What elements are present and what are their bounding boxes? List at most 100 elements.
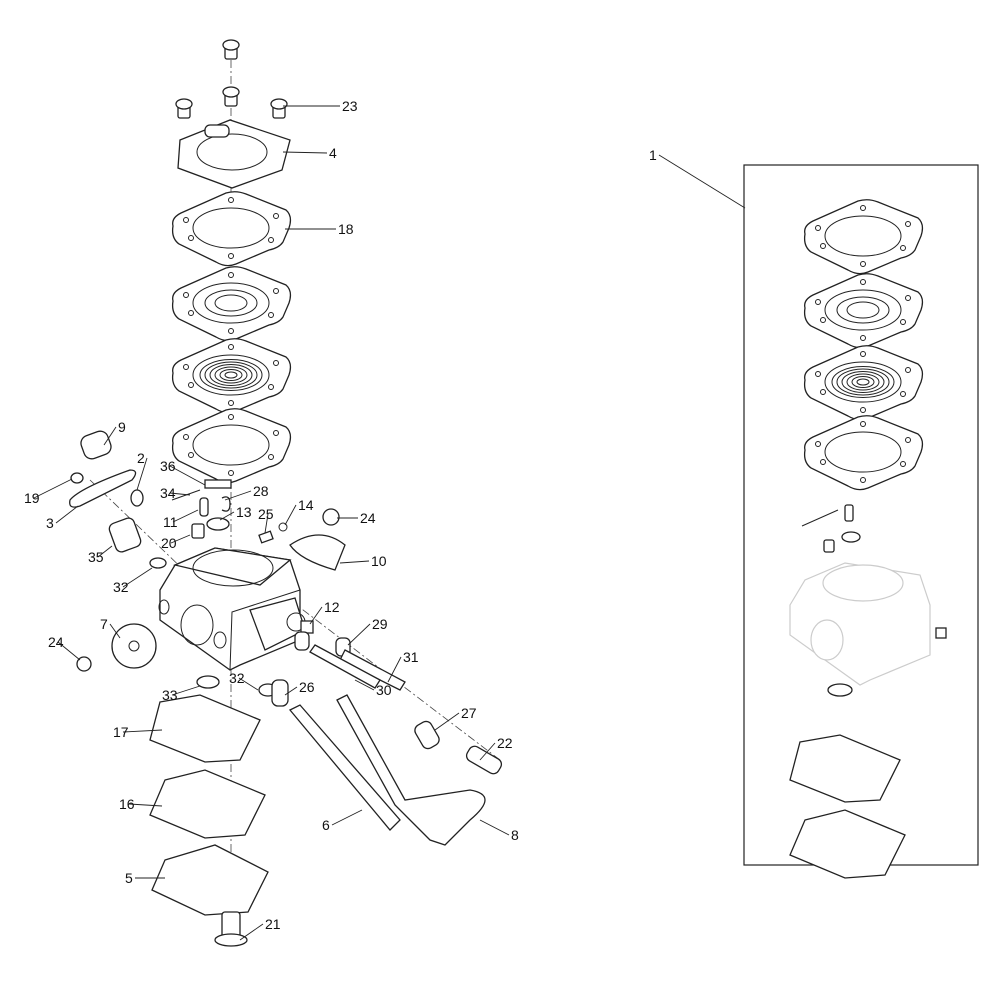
callout: 32: [229, 670, 259, 691]
callout: 24: [48, 634, 81, 661]
callout-number: 3: [46, 515, 54, 531]
callout-number: 32: [113, 579, 129, 595]
callout-number: 16: [119, 796, 135, 812]
leader-line: [55, 505, 79, 524]
kit-gasket-lower: [803, 415, 924, 491]
callout: 5: [125, 870, 165, 886]
leader-line: [57, 641, 81, 661]
callout: 3: [46, 505, 79, 531]
carburetor-body: [158, 547, 306, 671]
leader-line: [479, 742, 496, 761]
leader-line: [347, 623, 371, 646]
metering-diaphragm: [171, 266, 292, 342]
leader-line: [169, 492, 191, 496]
callout-number: 32: [229, 670, 245, 686]
callout-number: 4: [329, 145, 337, 161]
leader-line: [238, 677, 259, 691]
callout-number: 12: [324, 599, 340, 615]
gasket-18: [171, 191, 292, 267]
pump-diaphragm: [171, 338, 292, 414]
callout: 12: [309, 599, 340, 625]
callout: 24: [337, 510, 376, 526]
callout: 1: [649, 147, 746, 209]
callout-number: 18: [338, 221, 354, 237]
callout: 7: [100, 616, 121, 639]
callout-number: 36: [160, 458, 176, 474]
callout: 32: [113, 567, 153, 595]
callout: 13: [219, 504, 252, 521]
kit-diaphragm: [803, 273, 924, 349]
leader-line: [169, 465, 206, 486]
callout-number: 2: [137, 450, 145, 466]
callout-number: 8: [511, 827, 519, 843]
callout-number: 30: [376, 682, 392, 698]
callout: 27: [434, 705, 477, 731]
callout-number: 22: [497, 735, 513, 751]
callout: 17: [113, 724, 163, 740]
leader-line: [309, 606, 323, 625]
leader-line: [331, 809, 363, 826]
callout-number: 20: [161, 535, 177, 551]
kit-pump-diaphragm: [803, 345, 924, 421]
callout-number: 1: [649, 147, 657, 163]
callout-number: 9: [118, 419, 126, 435]
callout-number: 23: [342, 98, 358, 114]
callout-number: 11: [163, 514, 178, 530]
callout: 20: [161, 534, 191, 551]
leader-line: [282, 151, 328, 154]
callout: 29: [347, 616, 388, 646]
callout: 22: [479, 735, 513, 761]
kit-carburetor-ghost: [789, 504, 947, 697]
callout-number: 14: [298, 497, 314, 513]
callout: 21: [239, 916, 281, 941]
kit-gasket: [803, 199, 924, 275]
leader-line: [122, 729, 163, 733]
leader-line: [284, 504, 297, 526]
callout-number: 6: [322, 817, 330, 833]
callout: 34: [160, 485, 191, 501]
callout: 23: [283, 98, 358, 114]
leader-line: [122, 567, 153, 588]
callout: 2: [136, 450, 148, 491]
callout-number: 31: [403, 649, 419, 665]
small-parts: [69, 119, 906, 947]
leader-line: [434, 712, 460, 731]
callout: 14: [284, 497, 314, 526]
callout-number: 35: [88, 549, 104, 565]
leader-line: [171, 685, 201, 696]
callout-number: 21: [265, 916, 281, 932]
callout: 16: [119, 796, 163, 812]
leader-line: [354, 679, 375, 691]
leader-line: [97, 545, 113, 558]
leader-line: [109, 623, 121, 639]
callout: 33: [162, 685, 201, 703]
callout: 35: [88, 545, 113, 565]
leader-line: [170, 534, 191, 544]
callout: 18: [285, 221, 354, 237]
leader-line: [239, 923, 264, 941]
gasket-lower: [171, 408, 292, 484]
callout: 25: [258, 506, 274, 534]
leader-line: [658, 154, 746, 209]
callout: 28: [224, 483, 269, 501]
leader-line: [172, 509, 199, 523]
leader-line: [33, 478, 73, 499]
callout-number: 33: [162, 687, 178, 703]
callout-number: 13: [236, 504, 252, 520]
callout: 36: [160, 458, 206, 486]
callout-number: 7: [100, 616, 108, 632]
callout-number: 19: [24, 490, 40, 506]
leader-line: [339, 560, 370, 564]
leader-line: [136, 457, 148, 491]
leader-line: [219, 511, 235, 521]
callout-number: 17: [113, 724, 129, 740]
leader-line: [264, 513, 269, 534]
callout: 8: [479, 819, 519, 843]
callout-number: 26: [299, 679, 315, 695]
leader-line: [284, 686, 298, 696]
leader-line: [387, 656, 402, 683]
callout: 11: [163, 509, 199, 530]
leader-line: [103, 426, 117, 446]
callout-number: 24: [48, 634, 64, 650]
